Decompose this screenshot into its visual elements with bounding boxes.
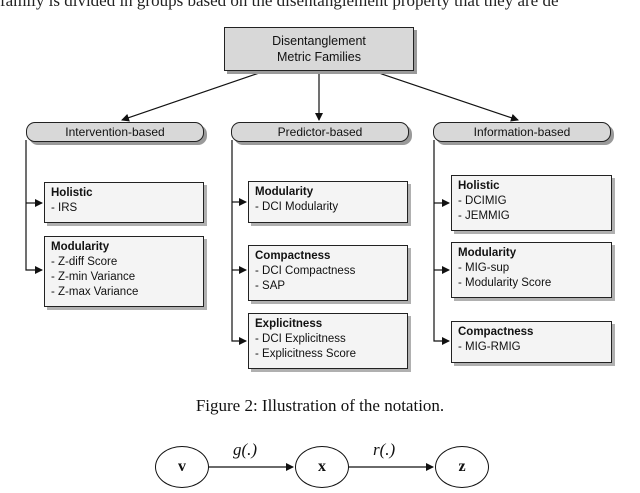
group-item: - DCI Modularity: [255, 201, 339, 213]
edge-label-g: g(.): [233, 440, 258, 459]
figure-caption: Figure 2: Illustration of the notation.: [195, 396, 445, 415]
group-item: - Z-min Variance: [51, 271, 136, 283]
group-item: - Explicitness Score: [255, 348, 356, 360]
group-heading: Modularity: [255, 186, 314, 198]
arrow-predictor-explicitness: [231, 140, 247, 345]
group-item: - MIG-RMIG: [458, 341, 521, 353]
group-heading: Holistic: [51, 187, 93, 199]
arrow-information-compactness: [433, 140, 450, 345]
node-v: v: [155, 446, 209, 488]
group-heading: Explicitness: [255, 318, 323, 330]
node-x: x: [295, 446, 349, 488]
group-intervention-modularity: Modularity - Z-diff Score - Z-min Varian…: [44, 236, 204, 307]
group-item: - DCI Explicitness: [255, 333, 346, 345]
group-information-compactness: Compactness - MIG-RMIG: [451, 321, 612, 363]
group-predictor-modularity: Modularity - DCI Modularity: [248, 181, 408, 223]
group-information-holistic: Holistic - DCIMIG - JEMMIG: [451, 175, 612, 231]
family-predictor: Predictor-based: [231, 122, 409, 142]
group-heading: Modularity: [458, 247, 517, 259]
group-item: - DCIMIG: [458, 195, 507, 207]
family-intervention: Intervention-based: [26, 122, 204, 142]
group-information-modularity: Modularity - MIG-sup - Modularity Score: [451, 242, 612, 298]
group-predictor-compactness: Compactness - DCI Compactness - SAP: [248, 245, 408, 301]
group-heading: Compactness: [458, 326, 534, 338]
group-intervention-holistic: Holistic - IRS: [44, 182, 204, 223]
family-information: Information-based: [433, 122, 611, 142]
group-item: - JEMMIG: [458, 210, 510, 222]
group-item: - MIG-sup: [458, 262, 510, 274]
group-item: - SAP: [255, 280, 286, 292]
arrow-intervention-modularity: [25, 140, 43, 274]
group-predictor-explicitness: Explicitness - DCI Explicitness - Explic…: [248, 313, 408, 369]
group-item: - IRS: [51, 202, 78, 214]
arrow-root-to-intervention: [121, 70, 266, 122]
group-heading: Compactness: [255, 250, 331, 262]
root-line-2: Metric Families: [276, 50, 362, 64]
root-line-1: Disentanglement: [272, 34, 366, 48]
node-z: z: [435, 446, 489, 488]
group-item: - Modularity Score: [458, 277, 552, 289]
group-heading: Holistic: [458, 180, 500, 192]
edge-label-r: r(.): [373, 440, 396, 459]
group-item: - Z-max Variance: [51, 286, 139, 298]
root-box: Disentanglement Metric Families: [224, 27, 414, 71]
group-item: - DCI Compactness: [255, 265, 356, 277]
group-item: - Z-diff Score: [51, 256, 118, 268]
group-heading: Modularity: [51, 241, 110, 253]
arrow-root-to-information: [372, 70, 519, 122]
intro-text: family is divided in groups based on the…: [0, 0, 559, 10]
